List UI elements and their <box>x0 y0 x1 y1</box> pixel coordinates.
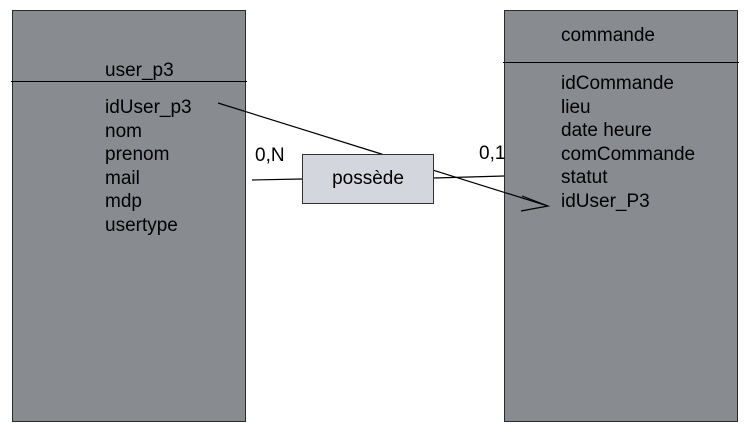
attribute-item: comCommande <box>561 143 696 165</box>
link-line-right <box>433 175 505 179</box>
entity-attribute-list: idUser_p3 nom prenom mail mdp usertype <box>105 96 192 238</box>
cardinality-left: 0,N <box>255 145 285 166</box>
cardinality-right: 0,1 <box>479 143 506 164</box>
relation-possede: possède <box>302 154 434 204</box>
attribute-item: mail <box>105 167 140 189</box>
entity-title-user-p3: user_p3 <box>105 60 174 81</box>
arrow-head-icon <box>520 195 551 212</box>
attribute-item: date heure <box>561 120 652 142</box>
attribute-item: mdp <box>105 191 142 213</box>
attribute-item: prenom <box>105 144 170 166</box>
relation-label: possède <box>332 168 404 189</box>
entity-user-p3: user_p3 idUser_p3 nom prenom mail mdp us… <box>11 10 247 422</box>
attribute-item: idUser_P3 <box>561 190 650 212</box>
attribute-item: usertype <box>105 214 178 236</box>
attribute-item: idUser_p3 <box>105 97 192 118</box>
entity-commande: commande idCommande lieu date heure comC… <box>503 10 739 422</box>
attribute-item: nom <box>105 120 142 142</box>
entity-title-commande: commande <box>561 25 655 46</box>
attribute-item: statut <box>561 167 608 189</box>
entity-divider <box>503 62 739 63</box>
attribute-item: lieu <box>561 96 591 118</box>
link-line-left <box>251 178 303 181</box>
entity-divider <box>11 81 247 82</box>
entity-attribute-list: idCommande lieu date heure comCommande s… <box>561 72 695 214</box>
attribute-item: idCommande <box>561 73 674 94</box>
